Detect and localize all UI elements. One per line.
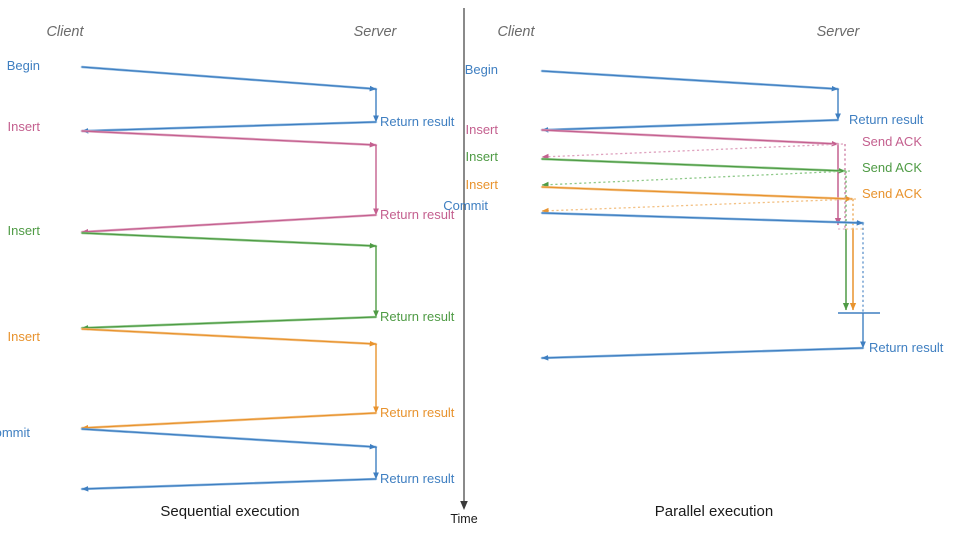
message-arrow bbox=[541, 186, 853, 202]
message-arrow bbox=[81, 428, 377, 450]
message-label: Return result bbox=[380, 471, 455, 486]
message-arrow bbox=[81, 478, 377, 492]
message-arrow bbox=[541, 70, 839, 92]
message-label: Begin bbox=[465, 62, 498, 77]
message-label: Begin bbox=[7, 58, 40, 73]
message-label: Insert bbox=[7, 329, 40, 344]
message-arrow bbox=[81, 232, 377, 249]
message-arrow bbox=[81, 328, 377, 347]
message-label: Commit bbox=[443, 198, 488, 213]
message-label: Send ACK bbox=[862, 134, 922, 149]
right-server-actor-label: Server bbox=[817, 24, 861, 40]
message-label: Commit bbox=[0, 425, 30, 440]
right-panel-caption: Parallel execution bbox=[655, 503, 773, 520]
message-arrow bbox=[81, 66, 377, 92]
message-label: Send ACK bbox=[862, 186, 922, 201]
message-arrow bbox=[81, 121, 377, 134]
message-label: Insert bbox=[7, 223, 40, 238]
left-server-actor-label: Server bbox=[354, 24, 398, 40]
message-arrow bbox=[81, 214, 377, 235]
message-label: Insert bbox=[7, 119, 40, 134]
message-arrow bbox=[541, 129, 839, 147]
message-arrow bbox=[541, 119, 839, 133]
message-arrow bbox=[541, 212, 864, 226]
ack-arrow bbox=[541, 143, 844, 160]
message-label: Insert bbox=[465, 122, 498, 137]
message-label: Return result bbox=[380, 114, 455, 129]
ack-arrow bbox=[541, 198, 857, 214]
time-axis-arrowhead bbox=[460, 501, 468, 510]
right-client-actor-label: Client bbox=[497, 24, 535, 40]
ack-arrow bbox=[541, 170, 851, 188]
message-arrow bbox=[81, 130, 377, 148]
message-label: Return result bbox=[869, 340, 944, 355]
message-arrow bbox=[81, 316, 377, 331]
message-label: Return result bbox=[380, 405, 455, 420]
message-label: Return result bbox=[380, 207, 455, 222]
message-label: Insert bbox=[465, 149, 498, 164]
message-arrow bbox=[541, 347, 864, 361]
message-label: Return result bbox=[849, 112, 924, 127]
left-panel-caption: Sequential execution bbox=[160, 503, 299, 520]
message-arrow bbox=[541, 158, 846, 174]
message-label: Send ACK bbox=[862, 160, 922, 175]
left-client-actor-label: Client bbox=[46, 24, 84, 40]
message-label: Return result bbox=[380, 309, 455, 324]
message-arrow bbox=[81, 412, 377, 431]
message-label: Insert bbox=[465, 177, 498, 192]
time-axis-label: Time bbox=[450, 512, 477, 526]
